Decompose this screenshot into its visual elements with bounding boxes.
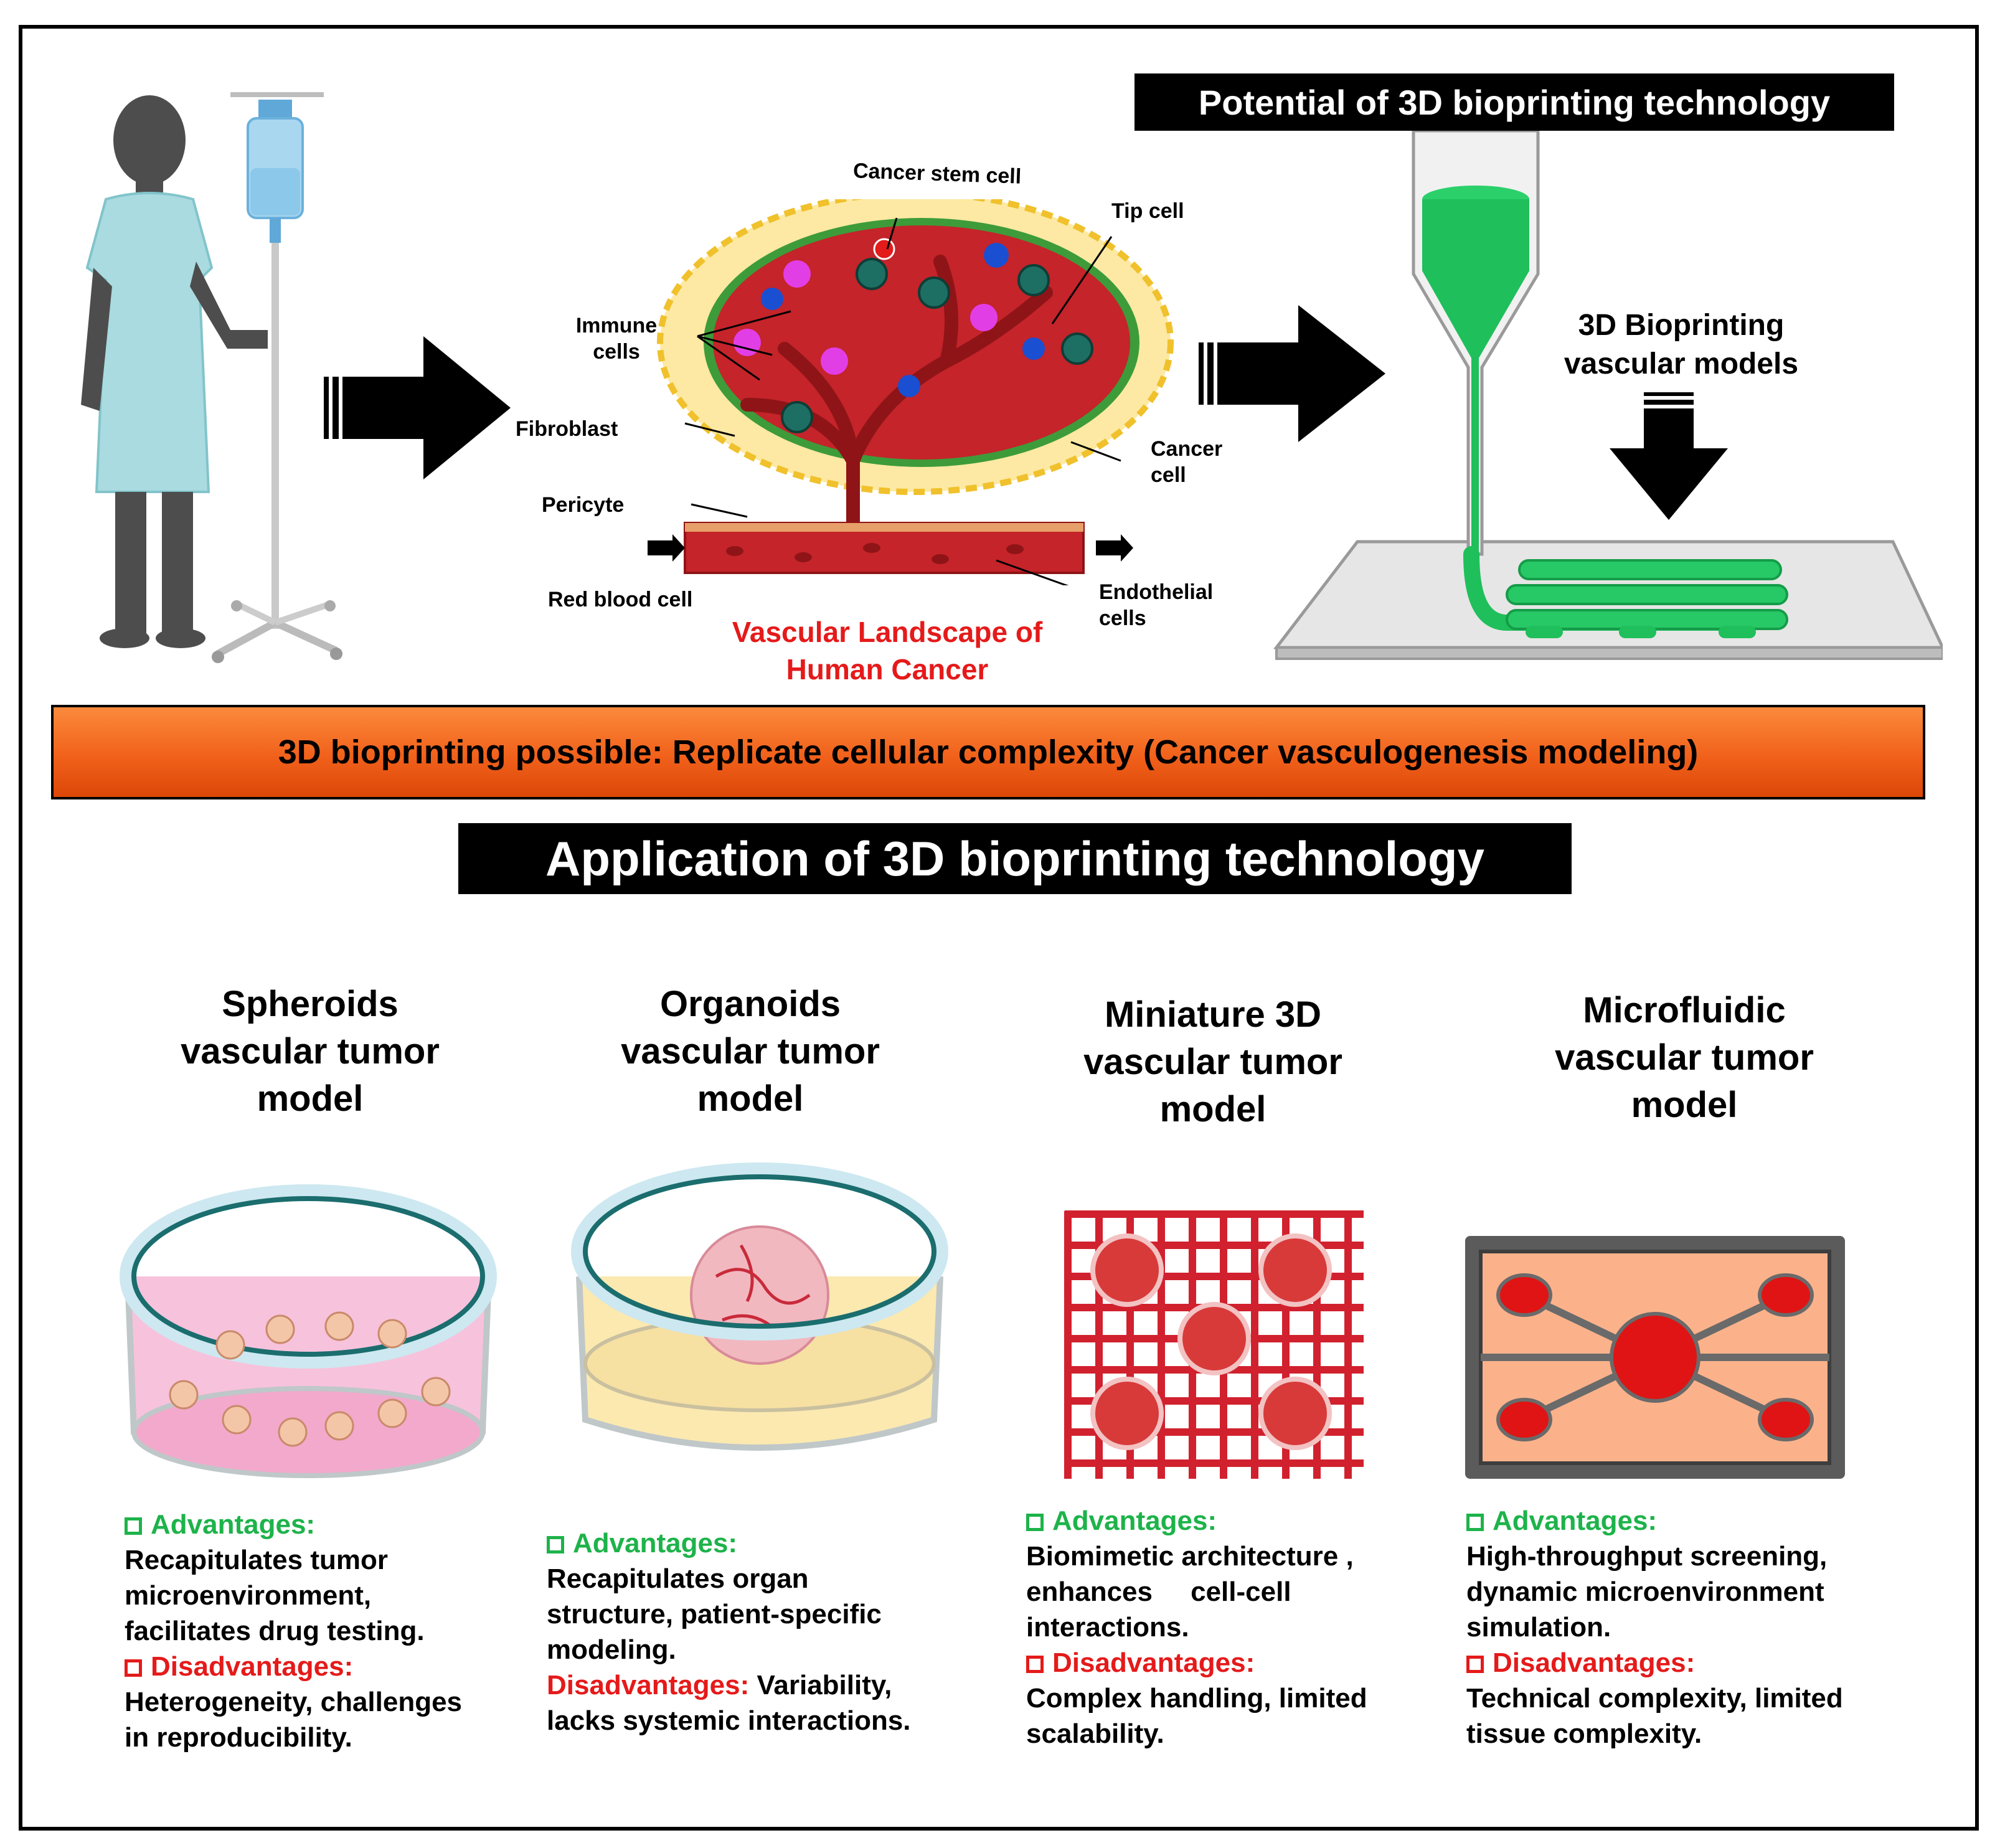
disadvantage-line: Disadvantages: Variability, xyxy=(547,1667,983,1703)
microfluidic-pros-cons: Advantages: High-throughput screening, d… xyxy=(1466,1503,1927,1751)
replicate-complexity-banner: 3D bioprinting possible: Replicate cellu… xyxy=(51,705,1925,799)
advantage-line: Biomimetic architecture , xyxy=(1026,1541,1354,1572)
disadvantage-inline: Variability, xyxy=(757,1670,892,1700)
miniature-3d-model-title: Miniature 3D vascular tumor model xyxy=(995,991,1431,1133)
application-banner: Application of 3D bioprinting technology xyxy=(458,823,1572,894)
checkbox-icon xyxy=(125,1517,142,1535)
disadvantages-heading: Disadvantages: xyxy=(1026,1645,1437,1681)
checkbox-icon xyxy=(1466,1656,1484,1673)
disadvantages-heading: Disadvantages: xyxy=(125,1649,529,1684)
title-line: model xyxy=(1631,1085,1738,1125)
bioprinting-vascular-models-label: 3D Bioprinting vascular models xyxy=(1538,306,1824,384)
advantage-line: structure, patient-specific xyxy=(547,1599,882,1629)
advantage-line: dynamic microenvironment xyxy=(1466,1577,1824,1607)
title-line: Spheroids xyxy=(222,984,399,1024)
disadvantage-line: tissue complexity. xyxy=(1466,1718,1702,1749)
checkbox-icon xyxy=(1466,1514,1484,1531)
disadvantages-label: Disadvantages: xyxy=(151,1651,354,1682)
vascular-caption-line2: Human Cancer xyxy=(786,653,989,686)
title-line: model xyxy=(257,1078,364,1119)
patient-with-iv-illustration xyxy=(81,92,342,663)
disadvantages-label: Disadvantages: xyxy=(1493,1648,1696,1678)
advantage-line: Recapitulates organ xyxy=(547,1563,809,1594)
disadvantages-heading: Disadvantages: xyxy=(1466,1645,1927,1681)
title-line: Organoids xyxy=(659,984,841,1024)
label-fibroblast: Fibroblast xyxy=(516,417,618,441)
disadvantages-label: Disadvantages: xyxy=(547,1670,750,1700)
checkbox-icon xyxy=(125,1659,142,1677)
disadvantages-label: Disadvantages: xyxy=(1052,1648,1255,1678)
advantage-line: facilitates drug testing. xyxy=(125,1616,425,1646)
figure-frame xyxy=(19,25,1979,1831)
advantages-label: Advantages: xyxy=(1052,1506,1217,1536)
organoids-pros-cons: Advantages: Recapitulates organ structur… xyxy=(547,1525,983,1738)
title-line: Microfluidic xyxy=(1583,990,1786,1030)
right-arrow-icon xyxy=(324,336,511,479)
checkbox-icon xyxy=(1026,1656,1044,1673)
advantages-heading: Advantages: xyxy=(547,1525,983,1561)
advantage-line: modeling. xyxy=(547,1634,676,1665)
disadvantage-line: Complex handling, limited xyxy=(1026,1683,1367,1714)
title-line: vascular tumor xyxy=(181,1031,440,1072)
bioprinter-nozzle-illustration xyxy=(1273,131,1943,660)
checkbox-icon xyxy=(547,1536,564,1553)
disadvantage-line: in reproducibility. xyxy=(125,1722,352,1753)
spheroids-model-title: Spheroids vascular tumor model xyxy=(92,981,528,1123)
immune-cells-text: Immune cells xyxy=(575,314,658,364)
label-pericyte: Pericyte xyxy=(542,493,625,517)
advantages-label: Advantages: xyxy=(1493,1506,1658,1536)
label-red-blood-cell: Red blood cell xyxy=(548,588,693,611)
miniature-3d-lattice-illustration xyxy=(1064,1210,1364,1479)
tumor-vascular-landscape-illustration xyxy=(648,199,1174,585)
advantage-line: High-throughput screening, xyxy=(1466,1541,1828,1572)
advantages-heading: Advantages: xyxy=(1466,1503,1927,1539)
microfluidic-chip-illustration xyxy=(1465,1236,1845,1479)
microfluidic-model-title: Microfluidic vascular tumor model xyxy=(1466,987,1902,1129)
spheroids-petri-dish-illustration xyxy=(120,1184,497,1478)
miniature-3d-pros-cons: Advantages: Biomimetic architecture , en… xyxy=(1026,1503,1437,1751)
advantage-line: enhances cell-cell xyxy=(1026,1577,1291,1607)
bioprinting-models-line1: 3D Bioprinting xyxy=(1578,309,1785,342)
bioprinting-models-line2: vascular models xyxy=(1564,347,1799,380)
disadvantage-line: scalability. xyxy=(1026,1718,1164,1749)
spheroids-pros-cons: Advantages: Recapitulates tumor microenv… xyxy=(125,1507,529,1755)
organoids-model-title: Organoids vascular tumor model xyxy=(532,981,968,1123)
advantages-heading: Advantages: xyxy=(1026,1503,1437,1539)
checkbox-icon xyxy=(1026,1514,1044,1531)
title-line: vascular tumor xyxy=(1083,1042,1342,1082)
advantage-line: interactions. xyxy=(1026,1612,1189,1643)
disadvantage-line: Heterogeneity, challenges xyxy=(125,1687,463,1717)
label-cancer-cell: Cancer cell xyxy=(1151,437,1223,487)
advantages-label: Advantages: xyxy=(573,1528,738,1558)
potential-banner: Potential of 3D bioprinting technology xyxy=(1134,73,1894,131)
advantage-line: Recapitulates tumor xyxy=(125,1545,388,1575)
disadvantage-line: lacks systemic interactions. xyxy=(547,1705,911,1736)
right-arrow-icon xyxy=(1199,305,1385,442)
advantage-line: microenvironment, xyxy=(125,1580,372,1611)
vascular-landscape-caption: Vascular Landscape of Human Cancer xyxy=(700,613,1074,688)
title-line: model xyxy=(1159,1089,1267,1129)
label-immune-cells: Immune cells xyxy=(554,313,679,365)
title-line: vascular tumor xyxy=(1555,1037,1814,1078)
vascular-caption-line1: Vascular Landscape of xyxy=(732,616,1043,648)
advantages-heading: Advantages: xyxy=(125,1507,529,1542)
advantage-line: simulation. xyxy=(1466,1612,1611,1643)
disadvantage-line: Technical complexity, limited xyxy=(1466,1683,1843,1714)
title-line: vascular tumor xyxy=(621,1031,880,1072)
title-line: Miniature 3D xyxy=(1104,994,1322,1035)
label-endothelial-cells: Endothelial cells xyxy=(1099,580,1214,630)
advantages-label: Advantages: xyxy=(151,1509,316,1540)
title-line: model xyxy=(697,1078,804,1119)
organoids-petri-dish-illustration xyxy=(571,1162,948,1451)
label-tip-cell: Tip cell xyxy=(1111,199,1184,223)
